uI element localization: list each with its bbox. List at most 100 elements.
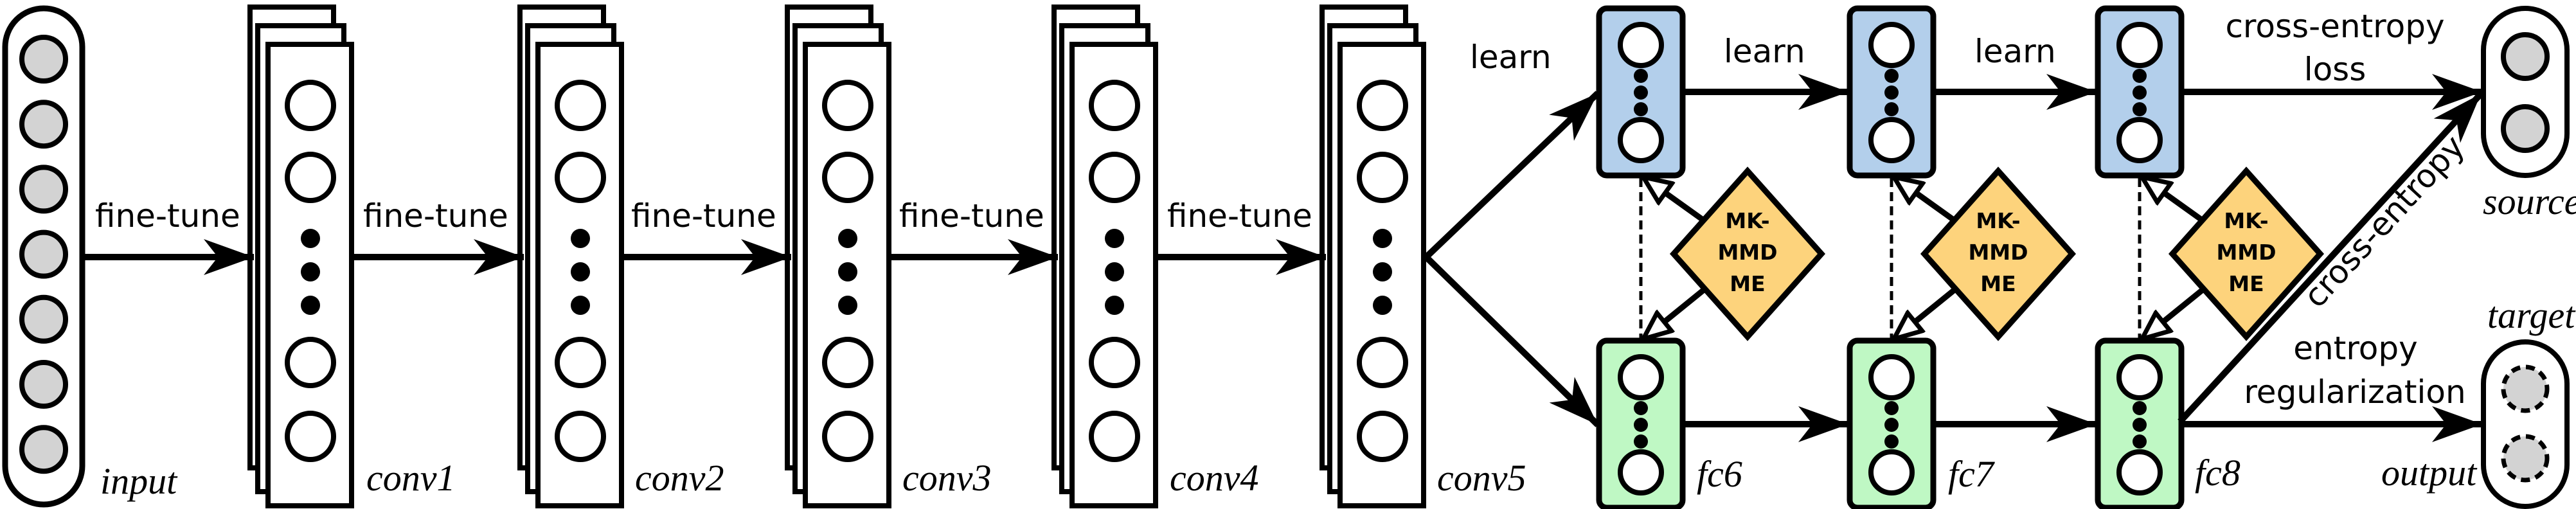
conv-neuron [285, 337, 336, 388]
input-node [19, 100, 68, 149]
fc-neuron [2116, 117, 2163, 163]
conv-neuron [1357, 337, 1408, 388]
conv-neuron [555, 80, 606, 131]
edge-label-entropy-reg-line2: regularization [2244, 373, 2465, 411]
fc8-source-layer [2095, 5, 2185, 179]
conv4-label: conv4 [1170, 457, 1259, 499]
mmd-arrow-to-source [2142, 177, 2205, 223]
mk-mmd-me-block: MK- MMD ME [1643, 166, 1826, 341]
conv2-label: conv2 [635, 457, 724, 499]
conv-neuron [822, 337, 873, 388]
learn-arrow-to-source [1424, 91, 1600, 260]
mmd-diamond [2168, 166, 2325, 341]
input-node [19, 165, 68, 214]
output-label: output [2381, 452, 2478, 494]
mmd-label-line: MK- [2224, 208, 2268, 233]
edge-label-learn-3: learn [1974, 33, 2056, 70]
fc6-target-layer [1596, 337, 1686, 509]
target-label: target [2487, 294, 2576, 336]
target-node [2501, 364, 2550, 413]
fc-neuron [1868, 22, 1915, 68]
ellipsis-dot [1634, 85, 1648, 100]
edge-label-cross-entropy-loss-line1: cross-entropy [2225, 8, 2444, 45]
edge-label-diagonal-cross-entropy: cross-entropy [2296, 128, 2472, 315]
ellipsis-dot [1884, 434, 1899, 449]
ellipsis-dot [1634, 434, 1648, 449]
mk-mmd-me-block: MK- MMD ME [2142, 166, 2325, 341]
edge-label-learn-2: learn [1724, 33, 1805, 70]
conv-neuron [285, 411, 336, 462]
conv-layers [85, 4, 1426, 508]
mmd-label-line: MMD [1717, 240, 1777, 265]
conv-neuron [1089, 411, 1140, 462]
conv-neuron [1089, 337, 1140, 388]
conv-neuron [555, 411, 606, 462]
conv-neuron [1089, 152, 1140, 203]
conv-stack-4 [889, 4, 1158, 508]
conv5-label: conv5 [1437, 457, 1526, 499]
fc-neuron [2116, 22, 2163, 68]
fc-neuron [1618, 22, 1664, 68]
mmd-diamond [1669, 166, 1826, 341]
source-label: source [2483, 181, 2576, 222]
ellipsis-dot [2133, 401, 2147, 415]
conv-neuron [1357, 411, 1408, 462]
ellipsis-dot [1373, 229, 1392, 248]
mmd-label-line: MMD [1968, 240, 2028, 265]
ellipsis-dot [2133, 85, 2147, 100]
ellipsis-dot [301, 229, 320, 248]
fc8-label: fc8 [2195, 452, 2241, 494]
input-node [19, 294, 68, 344]
mmd-label-line: ME [1730, 271, 1765, 296]
source-node [2501, 104, 2550, 153]
edge-label-fine-tune-2: fine-tune [363, 197, 508, 235]
fc-neuron [2116, 449, 2163, 496]
edge-label-fine-tune-3: fine-tune [631, 197, 776, 235]
conv-neuron [1357, 80, 1408, 131]
edge-label-fine-tune-1: fine-tune [95, 197, 240, 235]
edge-label-entropy-reg-line1: entropy [2293, 330, 2417, 367]
ellipsis-dot [1884, 69, 1899, 83]
ellipsis-dot [1884, 102, 1899, 116]
ellipsis-dot [571, 262, 590, 281]
mmd-label-line: ME [1980, 271, 2016, 296]
conv-stack-1 [85, 4, 354, 508]
source-output [2481, 6, 2570, 178]
mmd-label-line: MK- [1725, 208, 1769, 233]
ellipsis-dot [1373, 296, 1392, 315]
ellipsis-dot [1634, 401, 1648, 415]
source-node [2501, 32, 2550, 81]
fc6-label: fc6 [1697, 453, 1742, 495]
input-node [19, 35, 68, 84]
mmd-label-line: ME [2228, 271, 2264, 296]
mmd-arrow-to-target [1643, 287, 1706, 339]
mmd-arrow-to-target [1893, 287, 1956, 339]
ellipsis-dot [1105, 296, 1124, 315]
fc-neuron [1868, 117, 1915, 163]
conv-stack-3 [622, 4, 891, 508]
input-node [19, 425, 68, 474]
ellipsis-dot [1634, 418, 1648, 432]
layer-labels: conv1 conv2 conv3 conv4 conv5 fc6 fc7 fc… [366, 181, 2576, 499]
mmd-label-line: MMD [2216, 240, 2276, 265]
fc7-label: fc7 [1948, 453, 1995, 495]
ellipsis-dot [301, 262, 320, 281]
ellipsis-dot [2133, 102, 2147, 116]
target-node [2501, 434, 2550, 483]
ellipsis-dot [1105, 262, 1124, 281]
mmd-arrow-to-source [1893, 177, 1956, 223]
ellipsis-dot [2133, 418, 2147, 432]
fc6-source-layer [1596, 5, 1686, 179]
ellipsis-dot [571, 296, 590, 315]
edge-label-fine-tune-5: fine-tune [1167, 197, 1312, 235]
ellipsis-dot [1373, 262, 1392, 281]
fc8-target-layer [2095, 337, 2185, 509]
ellipsis-dot [1634, 69, 1648, 83]
ellipsis-dot [1884, 85, 1899, 100]
ellipsis-dot [1884, 418, 1899, 432]
conv-neuron [1357, 152, 1408, 203]
conv-neuron [822, 80, 873, 131]
